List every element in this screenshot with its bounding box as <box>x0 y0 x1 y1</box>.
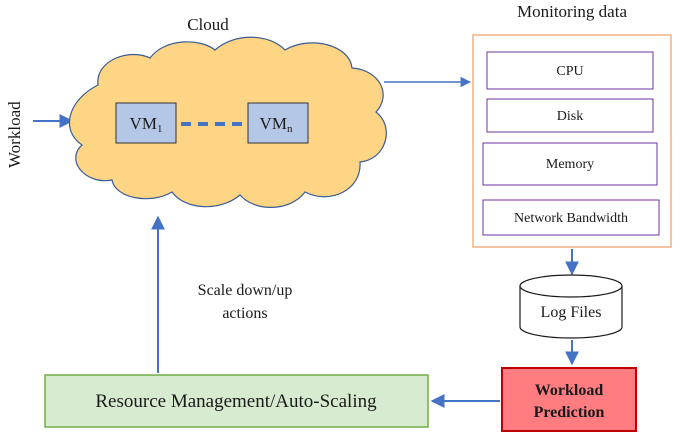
svg-text:Network Bandwidth: Network Bandwidth <box>514 211 628 226</box>
monitoring-item-cpu: CPU <box>486 51 654 90</box>
svg-text:VMn: VMn <box>260 114 293 135</box>
svg-text:CPU: CPU <box>556 64 583 79</box>
svg-text:Prediction: Prediction <box>534 404 605 421</box>
svg-text:Resource Management/Auto-Scali: Resource Management/Auto-Scaling <box>95 391 377 412</box>
log-files-cylinder: Log Files <box>519 274 623 339</box>
workload-label: Workload <box>5 101 24 168</box>
vm-first-label: VM <box>130 114 157 133</box>
svg-text:Memory: Memory <box>546 157 594 172</box>
vm-last-label: VM <box>260 114 287 133</box>
svg-text:Workload: Workload <box>535 382 604 399</box>
svg-text:VM1: VM1 <box>130 114 163 135</box>
log-files-label: Log Files <box>541 304 602 321</box>
cloud-shape <box>68 36 387 208</box>
vm-last-box: VMn <box>247 102 309 144</box>
monitoring-item-disk: Disk <box>486 98 654 133</box>
monitoring-item-memory: Memory <box>482 142 658 186</box>
monitoring-item-network-bandwidth: Network Bandwidth <box>482 199 660 236</box>
vm-last-subscript: n <box>287 123 293 135</box>
monitoring-title: Monitoring data <box>517 2 627 21</box>
cloud-title: Cloud <box>187 15 229 34</box>
vm-first-box: VM1 <box>115 102 177 144</box>
vm-first-subscript: 1 <box>157 123 163 135</box>
scale-actions-label-line2: actions <box>222 305 267 322</box>
workload-prediction-box: Workload Prediction <box>501 367 637 432</box>
scale-actions-label-line1: Scale down/up <box>198 282 293 299</box>
svg-text:Disk: Disk <box>557 109 583 124</box>
resource-management-box: Resource Management/Auto-Scaling <box>44 374 429 428</box>
